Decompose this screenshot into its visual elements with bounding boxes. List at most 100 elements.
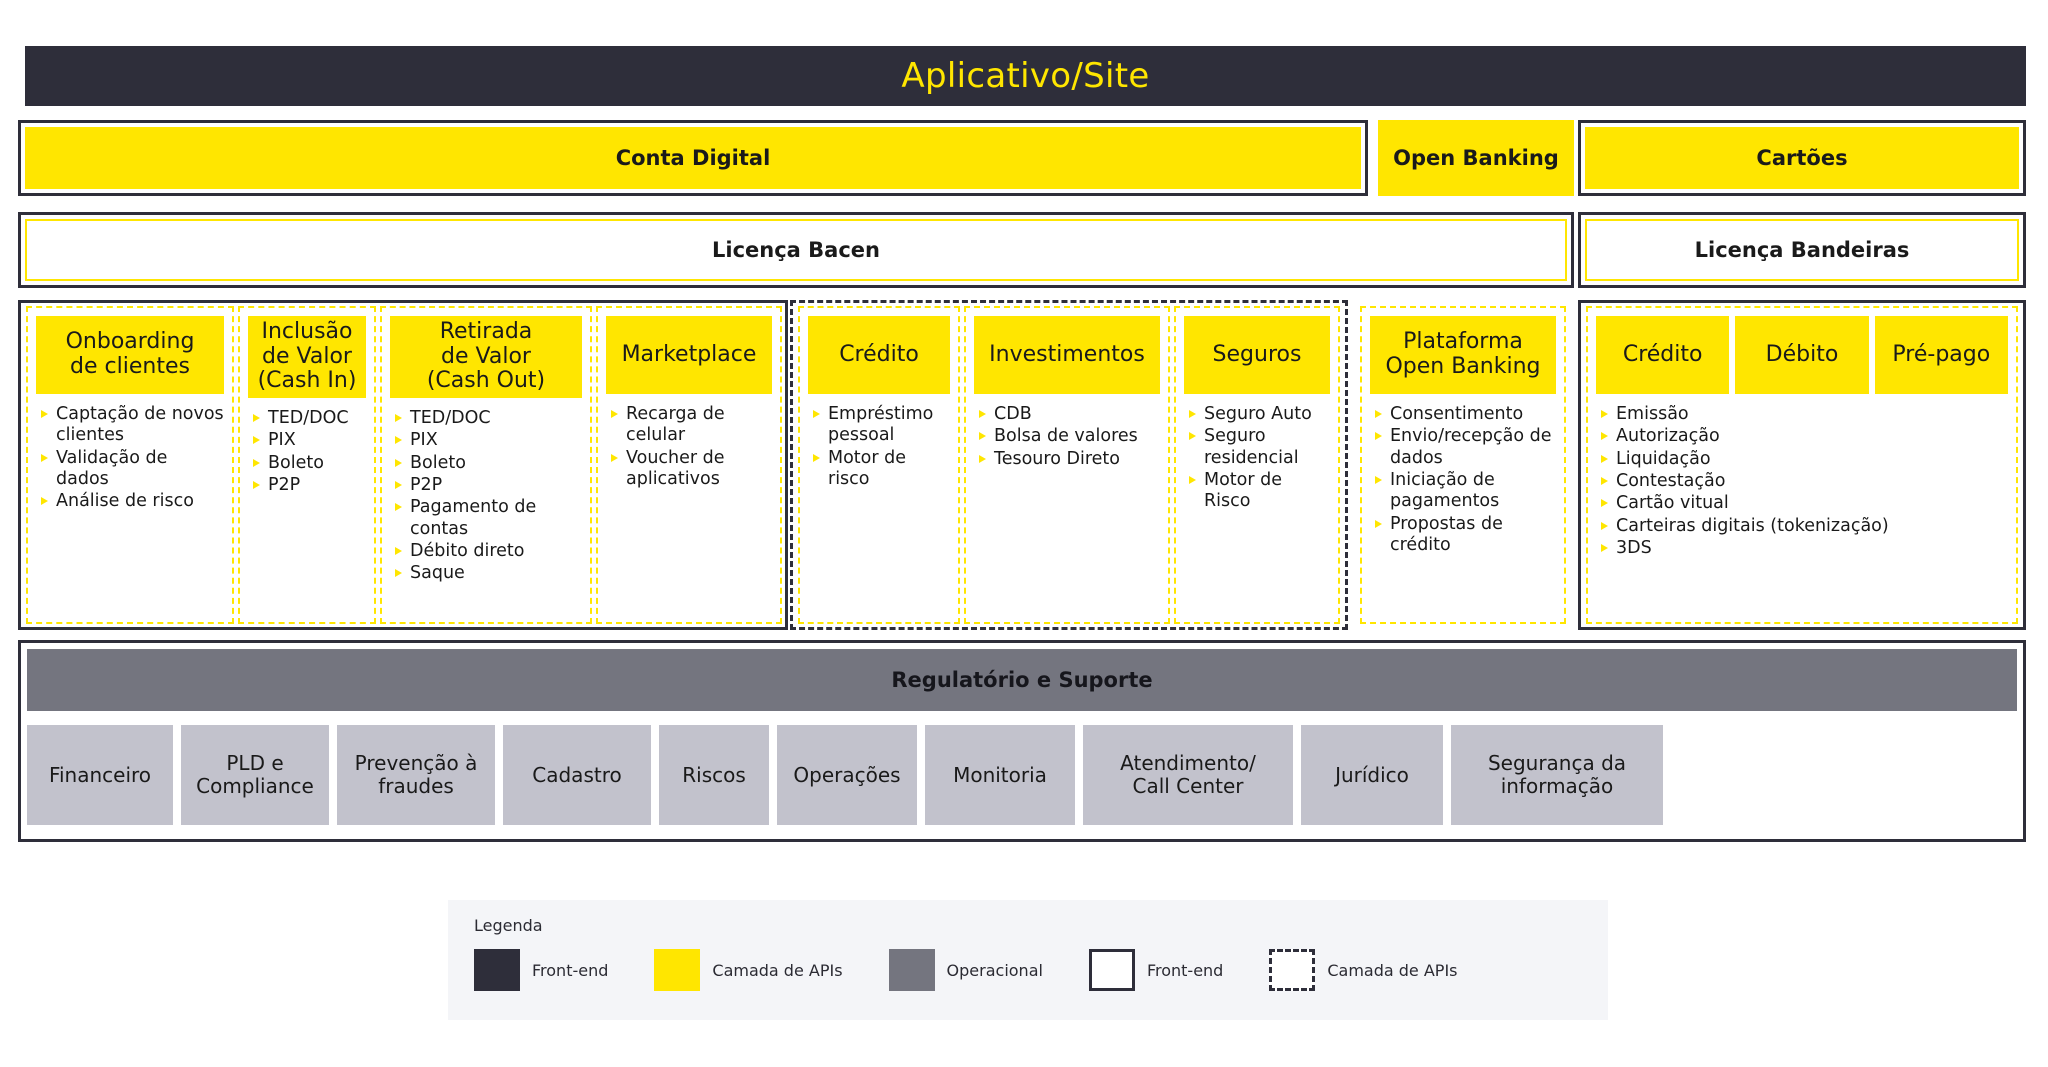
capability-list-item: Boleto bbox=[250, 453, 366, 474]
cartoes-head-credito[interactable]: Crédito bbox=[1596, 316, 1730, 394]
capability-list-item: Consentimento bbox=[1372, 404, 1556, 425]
capability-list-item: Liquidação bbox=[1598, 449, 2008, 470]
regulatorio-item[interactable]: Atendimento/Call Center bbox=[1083, 725, 1293, 825]
channel-cartoes[interactable]: Cartões bbox=[1578, 120, 2026, 196]
channel-cartoes-label: Cartões bbox=[1756, 146, 1848, 170]
capability-list-item: Voucher de aplicativos bbox=[608, 448, 772, 491]
regulatorio-item[interactable]: Cadastro bbox=[503, 725, 651, 825]
legend-panel: Legenda Front-end Camada de APIs Operacion… bbox=[448, 900, 1608, 1020]
capability-list-item: Tesouro Direto bbox=[976, 449, 1160, 470]
capability-list-item: Propostas de crédito bbox=[1372, 514, 1556, 557]
cartoes-head-debito[interactable]: Débito bbox=[1735, 316, 1869, 394]
capability-list-item: Débito direto bbox=[392, 541, 582, 562]
capability-list-item: Boleto bbox=[392, 453, 582, 474]
regulatorio-item[interactable]: Jurídico bbox=[1301, 725, 1443, 825]
legend-label: Front-end bbox=[532, 960, 609, 980]
capability-list-item: PIX bbox=[250, 430, 366, 451]
capability-title-credito: Crédito bbox=[808, 316, 950, 394]
capability-list-item: TED/DOC bbox=[250, 408, 366, 429]
capability-list-item: Cartão vitual bbox=[1598, 493, 2008, 514]
capability-title-investimentos: Investimentos bbox=[974, 316, 1160, 394]
capability-list-item: TED/DOC bbox=[392, 408, 582, 429]
capability-list-item: Motor de risco bbox=[810, 448, 950, 491]
license-bacen-fill: Licença Bacen bbox=[25, 219, 1567, 281]
legend-swatch-yellow-filled-icon bbox=[654, 949, 701, 991]
legend-swatch-dark-filled-icon bbox=[474, 949, 520, 991]
channel-conta-digital[interactable]: Conta Digital bbox=[18, 120, 1368, 196]
license-bandeiras[interactable]: Licença Bandeiras bbox=[1578, 212, 2026, 288]
cartoes-head-group: Crédito Débito Pré-pago bbox=[1596, 316, 2008, 394]
license-bandeiras-label: Licença Bandeiras bbox=[1694, 238, 1910, 262]
legend-swatch-dashed-outline-icon bbox=[1269, 949, 1316, 991]
regulatorio-item[interactable]: Riscos bbox=[659, 725, 769, 825]
legend-title: Legenda bbox=[474, 916, 543, 935]
regulatorio-item[interactable]: Financeiro bbox=[27, 725, 173, 825]
channel-conta-digital-fill: Conta Digital bbox=[25, 127, 1361, 189]
legend-item: Operacional bbox=[888, 949, 1043, 991]
capability-list-item: Seguro residencial bbox=[1186, 426, 1330, 469]
regulatorio-bar-label: Regulatório e Suporte bbox=[891, 668, 1153, 692]
regulatorio-item[interactable]: Monitoria bbox=[925, 725, 1075, 825]
capability-list-item: Motor de Risco bbox=[1186, 470, 1330, 513]
channel-open-banking[interactable]: Open Banking bbox=[1378, 120, 1574, 196]
license-bacen[interactable]: Licença Bacen bbox=[18, 212, 1574, 288]
legend-item: Camada de APIs bbox=[654, 949, 843, 991]
capability-list-item: CDB bbox=[976, 404, 1160, 425]
capability-list-item: Captação de novos clientes bbox=[38, 404, 224, 447]
capability-list-item: Empréstimo pessoal bbox=[810, 404, 950, 447]
capability-title-marketplace: Marketplace bbox=[606, 316, 772, 394]
capability-list-item: Validação de dados bbox=[38, 448, 224, 491]
cartoes-head-pre-pago[interactable]: Pré-pago bbox=[1874, 316, 2008, 394]
capability-list-item: Saque bbox=[392, 563, 582, 584]
capability-list-item: Envio/recepção de dados bbox=[1372, 426, 1556, 469]
capability-list-item: Autorização bbox=[1598, 426, 2008, 447]
legend-swatch-solid-outline-icon bbox=[1088, 949, 1135, 991]
channel-open-banking-label: Open Banking bbox=[1393, 146, 1559, 170]
license-bandeiras-fill: Licença Bandeiras bbox=[1585, 219, 2019, 281]
capability-list-item: 3DS bbox=[1598, 538, 2008, 559]
capability-title-seguros: Seguros bbox=[1184, 316, 1330, 394]
legend-label: Front-end bbox=[1146, 960, 1224, 980]
legend-item: Camada de APIs bbox=[1269, 949, 1458, 991]
legend-label: Camada de APIs bbox=[1327, 960, 1458, 980]
capability-list-item: Contestação bbox=[1598, 471, 2008, 492]
capability-list-item: Carteiras digitais (tokenização) bbox=[1598, 516, 2008, 537]
regulatorio-item[interactable]: Operações bbox=[777, 725, 917, 825]
channel-open-banking-fill: Open Banking bbox=[1378, 120, 1574, 196]
app-site-banner: Aplicativo/Site bbox=[25, 46, 2026, 106]
banner-title: Aplicativo/Site bbox=[901, 56, 1150, 96]
capability-list-item: Emissão bbox=[1598, 404, 2008, 425]
legend-row: Front-end Camada de APIs Operacional Front-… bbox=[474, 949, 1582, 991]
channel-conta-digital-label: Conta Digital bbox=[615, 146, 771, 170]
capability-list-item: P2P bbox=[392, 475, 582, 496]
regulatorio-bar: Regulatório e Suporte bbox=[27, 649, 2017, 711]
legend-swatch-gray-filled-icon bbox=[888, 949, 935, 991]
legend-label: Camada de APIs bbox=[712, 960, 843, 980]
legend-item: Front-end bbox=[474, 949, 608, 991]
capability-list-item: Seguro Auto bbox=[1186, 404, 1330, 425]
channel-cartoes-fill: Cartões bbox=[1585, 127, 2019, 189]
